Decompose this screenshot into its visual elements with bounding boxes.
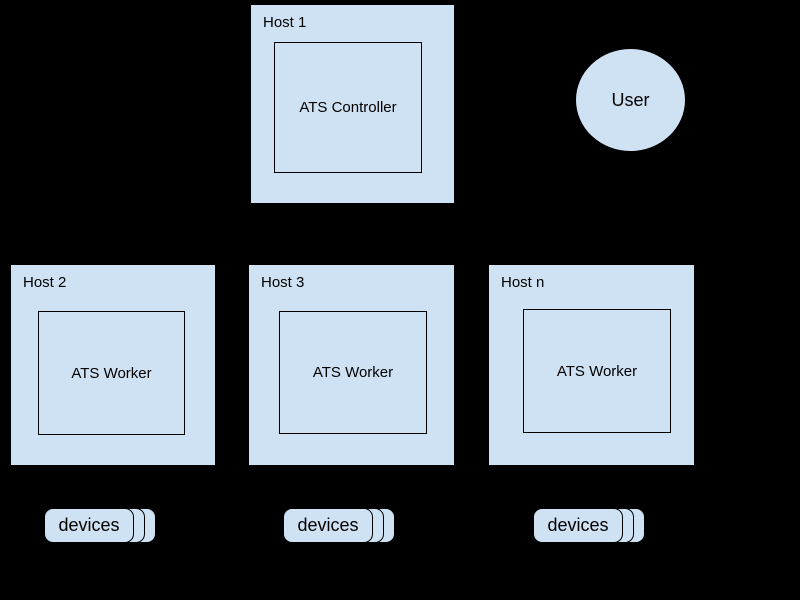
host-2-label: Host 2 [23, 274, 67, 291]
user-circle: User [575, 48, 686, 152]
host-2-box: Host 2 ATS Worker [10, 264, 216, 466]
devices-card-front: devices [44, 508, 134, 543]
ats-worker-label-3: ATS Worker [556, 362, 638, 380]
ats-worker-label-2: ATS Worker [312, 364, 394, 381]
devices-label-right: devices [547, 515, 609, 535]
host-1-box: Host 1 ATS Controller [250, 4, 455, 204]
devices-stack-right: devices [533, 508, 646, 543]
devices-card-front: devices [283, 508, 373, 543]
devices-label-middle: devices [297, 515, 359, 535]
ats-worker-box-2: ATS Worker [279, 311, 427, 434]
ats-controller-box: ATS Controller [274, 42, 422, 173]
ats-worker-box-1: ATS Worker [38, 311, 185, 435]
ats-controller-label: ATS Controller [299, 99, 397, 116]
host-3-label: Host 3 [261, 274, 305, 291]
devices-stack-left: devices [44, 508, 157, 543]
host-n-box: Host n ATS Worker [488, 264, 695, 466]
host-1-label: Host 1 [263, 14, 307, 31]
ats-worker-box-3: ATS Worker [523, 309, 671, 433]
devices-label-left: devices [58, 515, 120, 535]
host-n-label: Host n [501, 274, 545, 291]
devices-stack-middle: devices [283, 508, 396, 543]
user-label: User [611, 89, 650, 110]
devices-card-front: devices [533, 508, 623, 543]
host-3-box: Host 3 ATS Worker [248, 264, 455, 466]
ats-worker-label-1: ATS Worker [71, 364, 152, 382]
